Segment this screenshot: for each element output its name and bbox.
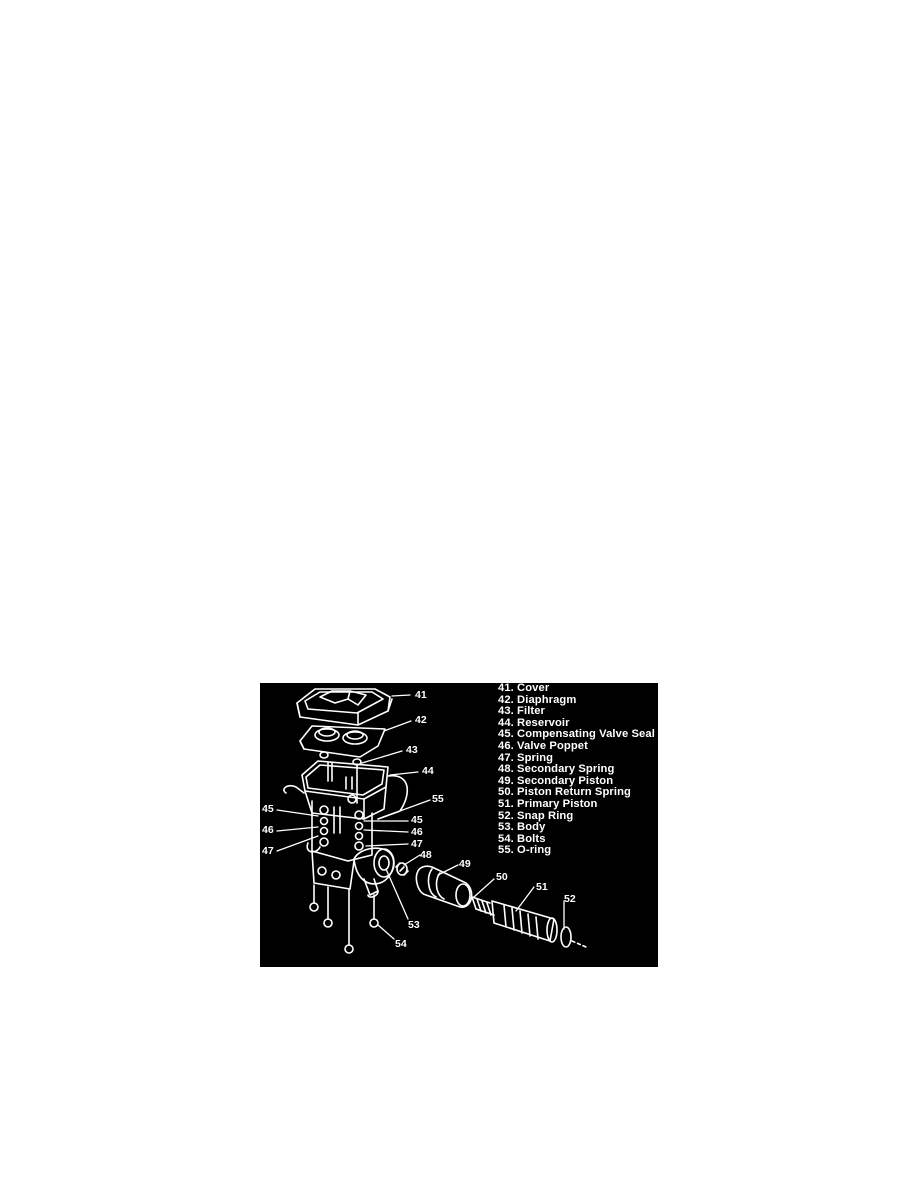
secondary-spring-part bbox=[395, 862, 409, 876]
legend-item-55: 55. O-ring bbox=[498, 844, 552, 857]
body-part bbox=[306, 800, 395, 898]
legend-item-41: 41. Cover bbox=[498, 683, 550, 694]
leader-lines bbox=[276, 694, 565, 940]
legend-item-53: 53. Body bbox=[498, 821, 546, 834]
callout-46-right: 46 bbox=[411, 826, 423, 838]
primary-piston-part bbox=[491, 900, 558, 943]
callout-46-left: 46 bbox=[262, 824, 274, 836]
piston-return-spring-part bbox=[471, 896, 495, 916]
callout-55: 55 bbox=[432, 793, 444, 805]
cover-part bbox=[296, 688, 393, 726]
callout-47-left: 47 bbox=[262, 845, 274, 857]
callout-41: 41 bbox=[415, 689, 427, 701]
callout-51: 51 bbox=[536, 881, 548, 893]
legend-item-44: 44. Reservoir bbox=[498, 716, 570, 729]
callout-52: 52 bbox=[564, 893, 576, 905]
legend-item-43: 43. Filter bbox=[498, 705, 546, 718]
callout-44: 44 bbox=[422, 765, 434, 777]
secondary-piston-part bbox=[415, 865, 473, 908]
legend-item-52: 52. Snap Ring bbox=[498, 809, 574, 822]
parts-legend: 41. Cover 42. Diaphragm 43. Filter 44. R… bbox=[498, 683, 655, 857]
legend-item-48: 48. Secondary Spring bbox=[498, 763, 615, 776]
legend-item-45: 45. Compensating Valve Seal bbox=[498, 728, 655, 741]
callout-45-left: 45 bbox=[262, 803, 274, 815]
master-cylinder-diagram: 41 42 43 44 55 45 45 46 46 47 47 48 49 5… bbox=[260, 683, 658, 967]
callout-48: 48 bbox=[420, 849, 432, 861]
legend-item-46: 46. Valve Poppet bbox=[498, 739, 588, 752]
reservoir-part bbox=[283, 760, 409, 820]
legend-item-54: 54. Bolts bbox=[498, 832, 546, 845]
callout-45-right: 45 bbox=[411, 814, 423, 826]
exploded-view-drawing bbox=[276, 688, 587, 954]
callout-43: 43 bbox=[406, 744, 418, 756]
callout-53: 53 bbox=[408, 919, 420, 931]
bolts-part bbox=[309, 884, 379, 954]
valve-parts-right bbox=[347, 794, 364, 851]
callout-54: 54 bbox=[395, 938, 407, 950]
valve-parts-left bbox=[319, 805, 329, 847]
legend-item-42: 42. Diaphragm bbox=[498, 693, 577, 706]
diaphragm-part bbox=[299, 725, 386, 758]
callout-50: 50 bbox=[496, 871, 508, 883]
callout-42: 42 bbox=[415, 714, 427, 726]
legend-item-50: 50. Piston Return Spring bbox=[498, 786, 631, 799]
callout-49: 49 bbox=[459, 858, 471, 870]
snap-ring-part bbox=[560, 926, 587, 948]
legend-item-51: 51. Primary Piston bbox=[498, 797, 598, 810]
legend-item-49: 49. Secondary Piston bbox=[498, 774, 614, 787]
legend-item-47: 47. Spring bbox=[498, 751, 554, 764]
callout-47-right: 47 bbox=[411, 838, 423, 850]
